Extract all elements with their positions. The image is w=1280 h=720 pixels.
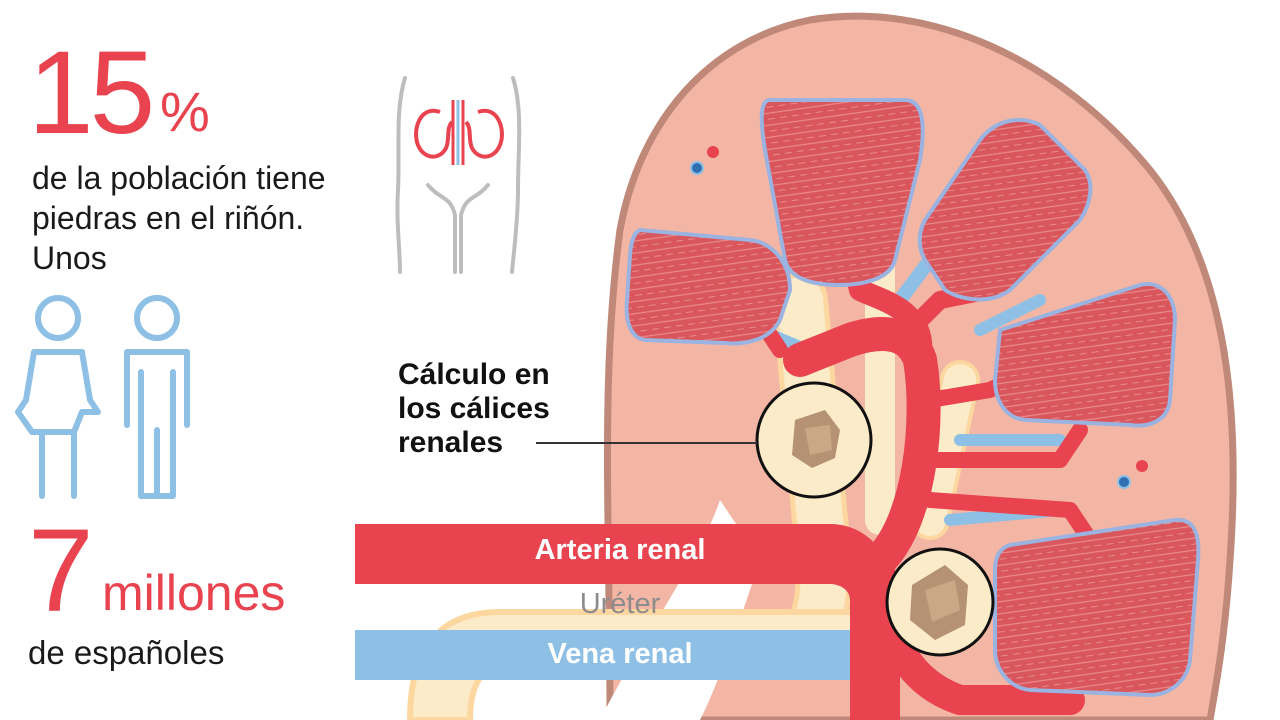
percent-value: 15 bbox=[28, 27, 155, 159]
renal-pyramid bbox=[992, 282, 1178, 428]
artery-branches bbox=[752, 239, 1098, 715]
renal-pyramid bbox=[624, 227, 793, 346]
stone-callout-label: Cálculo en los cálices renales bbox=[398, 358, 550, 459]
kidney-stone-icon bbox=[885, 547, 995, 657]
woman-icon bbox=[15, 295, 101, 499]
vein-label: Vena renal bbox=[547, 638, 693, 670]
renal-pyramid bbox=[917, 118, 1093, 302]
renal-pyramid bbox=[759, 98, 925, 288]
people-description: de españoles bbox=[28, 634, 225, 671]
man-icon bbox=[124, 295, 190, 499]
torso-kidneys-icon bbox=[395, 76, 522, 274]
ureter-label: Uréter bbox=[579, 588, 661, 620]
decor-dots bbox=[690, 146, 1148, 489]
renal-pyramids bbox=[624, 98, 1201, 698]
vein-main bbox=[355, 630, 875, 680]
people-unit: millones bbox=[102, 565, 286, 621]
artery-main bbox=[355, 524, 900, 720]
kidney-stone-icon bbox=[755, 381, 873, 499]
renal-pyramid bbox=[993, 517, 1201, 698]
artery-label: Arteria renal bbox=[534, 534, 706, 566]
percent-description: de la población tiene piedras en el riñó… bbox=[32, 160, 326, 276]
people-value: 7 bbox=[28, 505, 94, 637]
percent-symbol: % bbox=[160, 80, 210, 143]
